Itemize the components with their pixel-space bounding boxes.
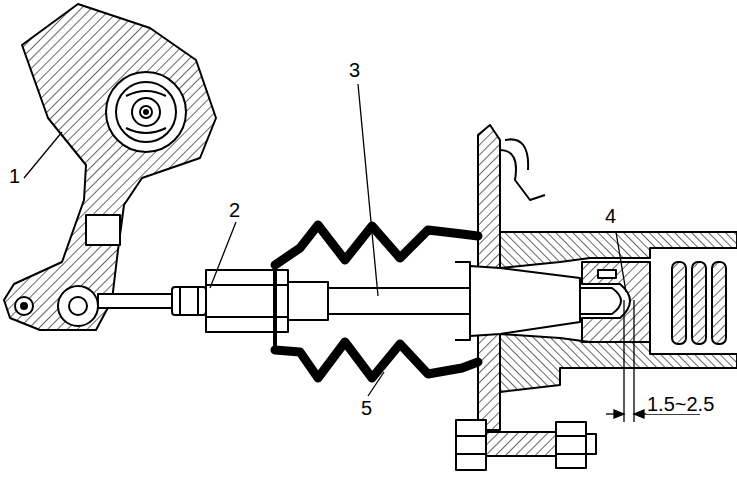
callout-number: 1 [8,166,21,186]
callout-number: 4 [604,206,617,226]
callout-number: 3 [348,60,361,80]
dimension-label: 1.5~2.5 [646,394,715,414]
callout-number: 5 [360,398,373,418]
callout-number: 2 [228,200,241,220]
